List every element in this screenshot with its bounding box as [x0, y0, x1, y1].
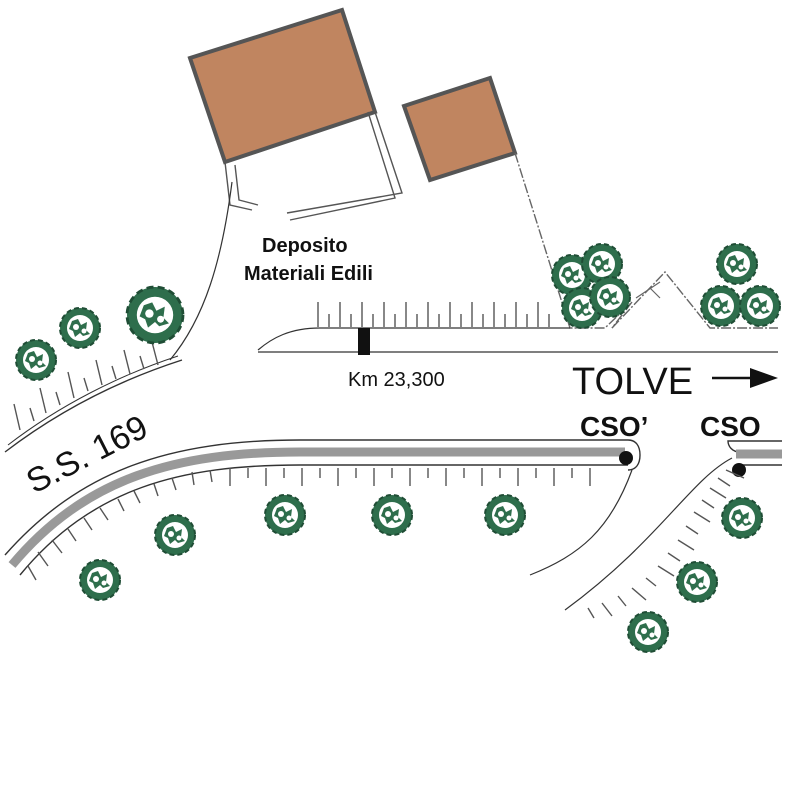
tree-icon [721, 497, 763, 539]
km-marker-post [358, 328, 370, 355]
depot-label-line2: Materiali Edili [244, 263, 373, 285]
tree-icon [264, 494, 306, 536]
tree-icon [154, 514, 196, 556]
depot-access-lane-right [286, 111, 403, 221]
arrow-right-icon [712, 368, 778, 388]
embankment-ticks-ss169 [13, 341, 159, 431]
road-edge-upper [257, 327, 570, 351]
tree-icon [739, 285, 781, 327]
lower-road-barrier [8, 447, 625, 568]
embankment-ticks-upper [317, 302, 550, 327]
depot-access-lane-left [224, 161, 259, 211]
tree-icon [716, 243, 758, 285]
depot-label-line1: Deposito [262, 235, 348, 257]
embankment-ticks-right-curve [587, 469, 745, 619]
direction-label: TOLVE [572, 361, 693, 403]
lower-road-outer-edge [4, 439, 641, 556]
tree-icon [627, 611, 669, 653]
tree-icon [15, 339, 57, 381]
tree-icon [676, 561, 718, 603]
fence-line-right [611, 270, 778, 329]
road-edge-curve [169, 181, 233, 361]
tree-icon [371, 494, 413, 536]
fence-corner [635, 281, 661, 299]
tree-icon [59, 307, 101, 349]
lower-road-inner-edge [19, 464, 628, 576]
building-large [187, 7, 378, 165]
tree-icon [79, 559, 121, 601]
station-label-right: CSO [700, 411, 761, 442]
tree-icon [589, 276, 631, 318]
tree-icon [125, 285, 185, 345]
building-small [401, 75, 518, 183]
road-curve-cso-left [529, 469, 633, 576]
tree-icon [700, 285, 742, 327]
barrier-end-left [619, 451, 633, 465]
road-curve-cso-right [564, 457, 733, 611]
barrier-end-right [732, 463, 746, 477]
station-label-left: CSO’ [580, 411, 648, 442]
road-edge-ss169 [4, 359, 183, 453]
tree-icon [484, 494, 526, 536]
embankment-ticks-lower [27, 468, 591, 581]
km-label: Km 23,300 [348, 369, 445, 391]
